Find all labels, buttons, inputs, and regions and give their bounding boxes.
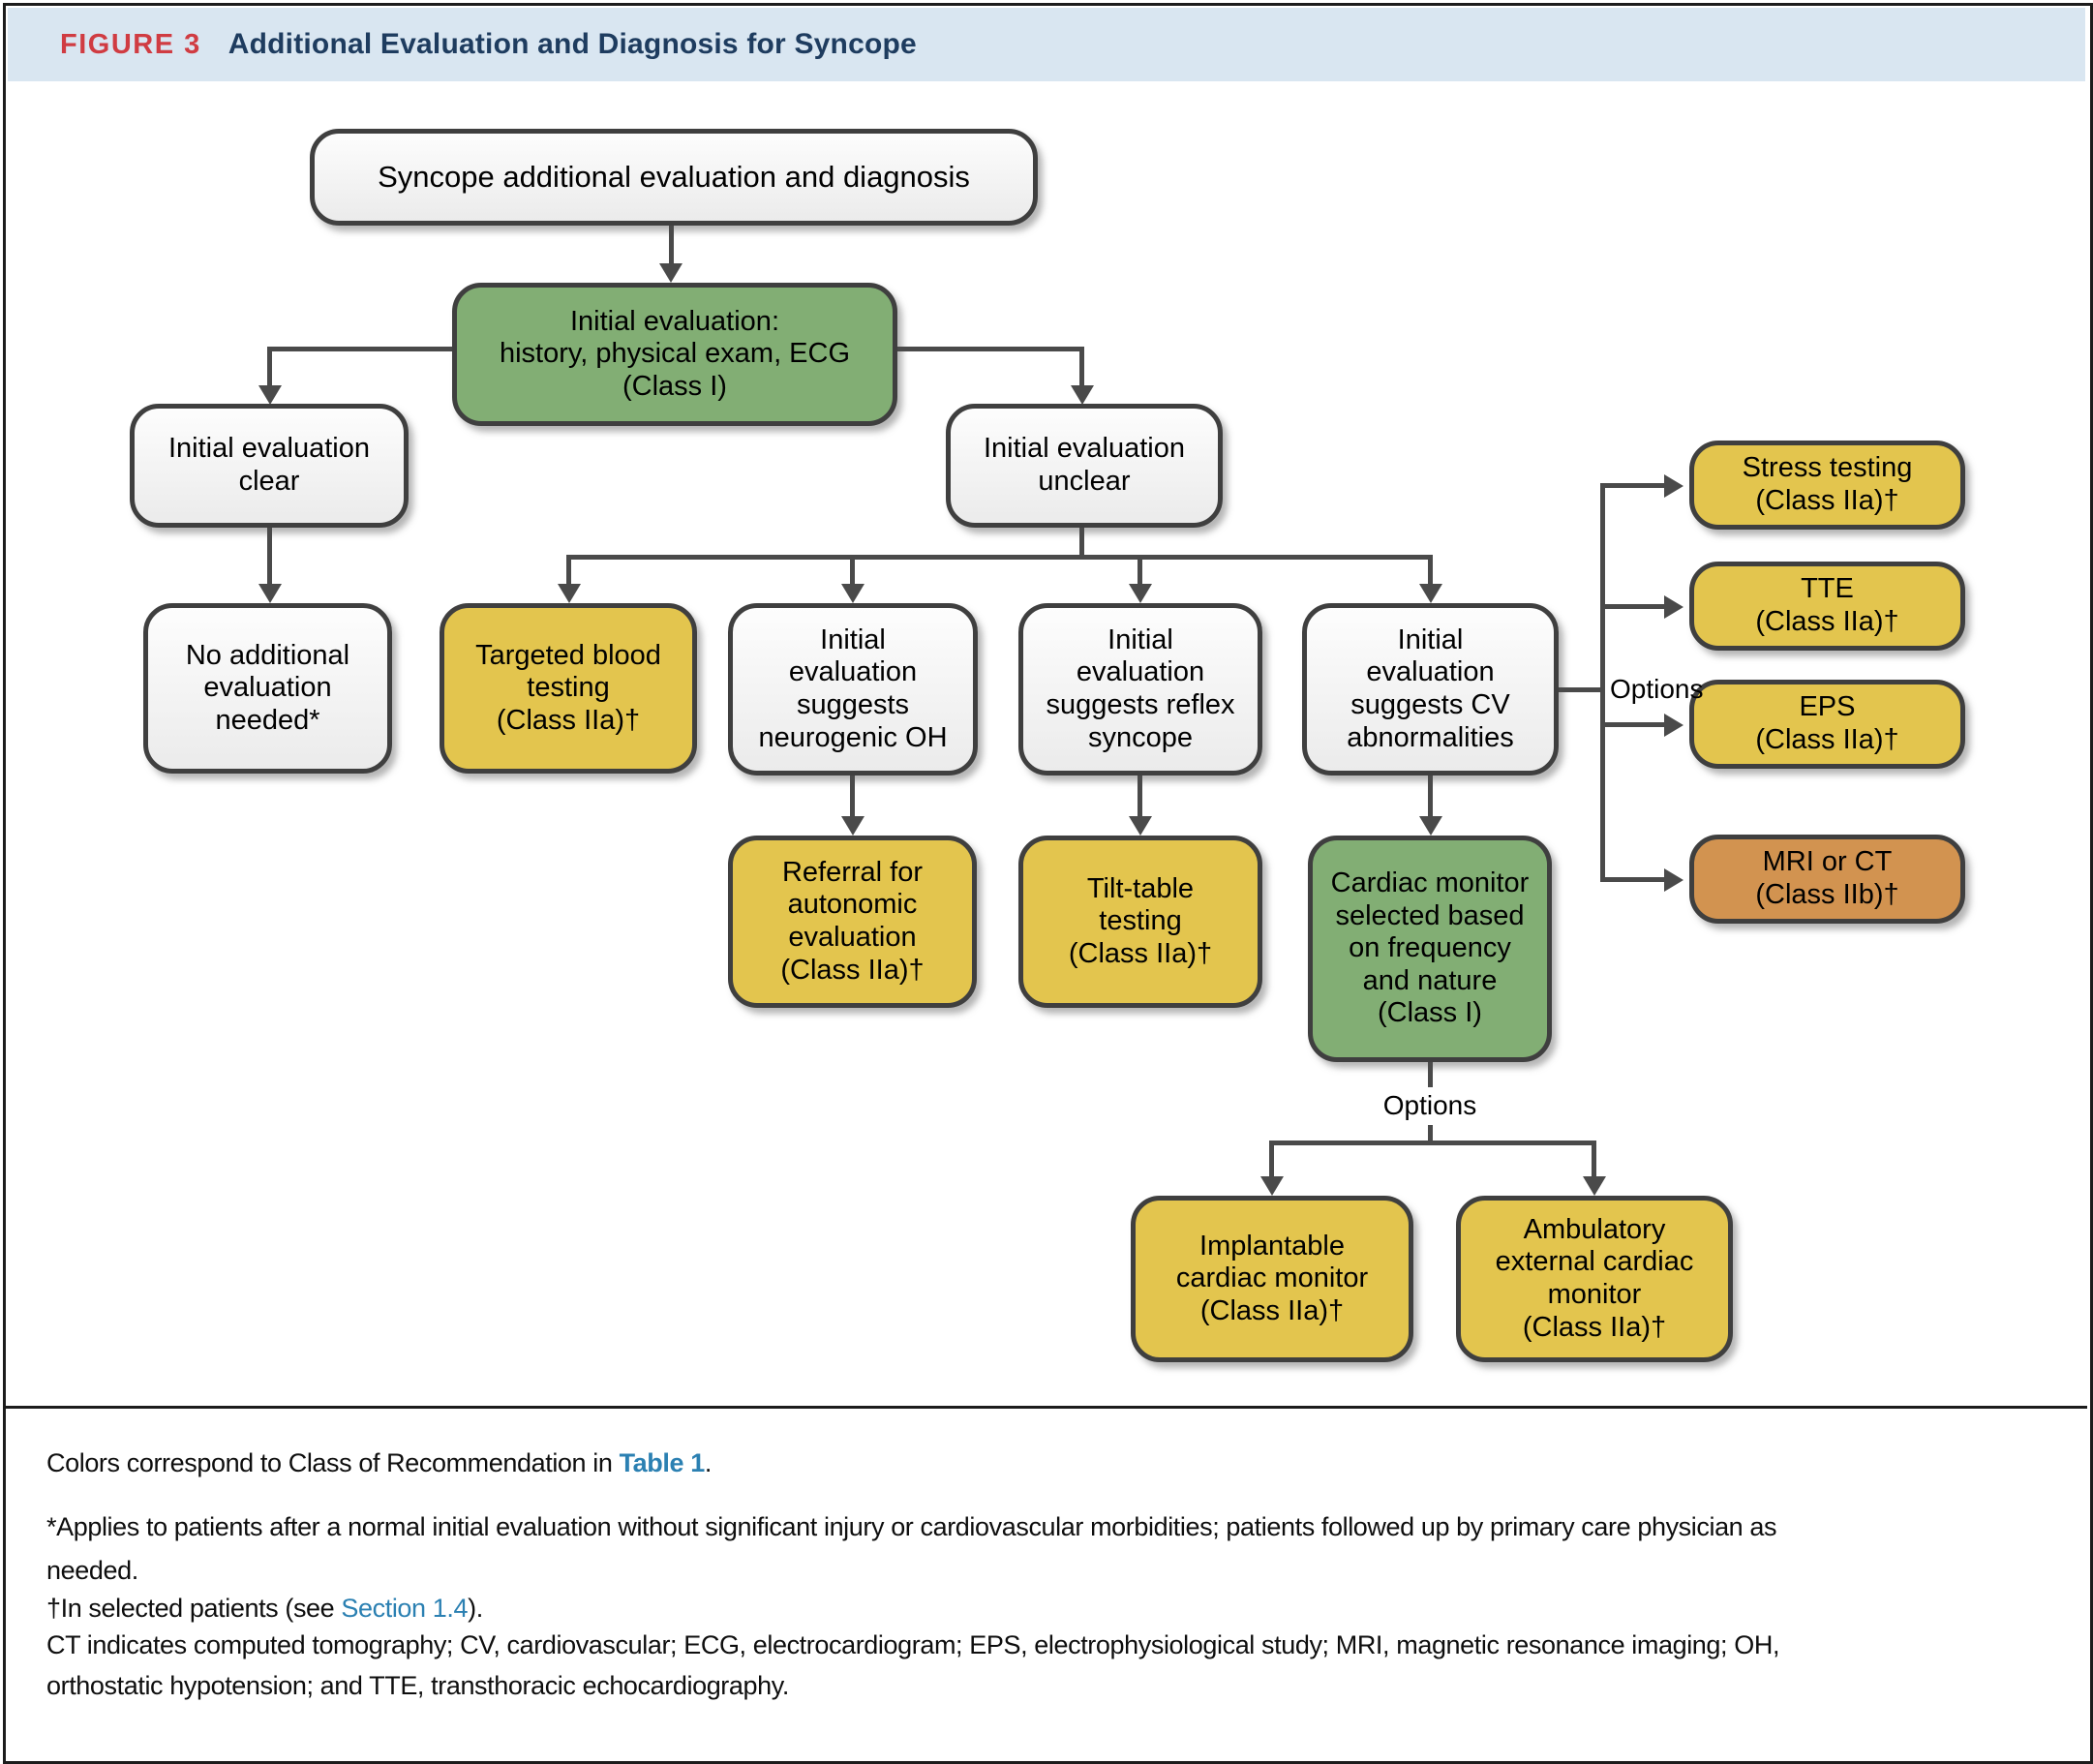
node-tilt-table-testing: Tilt-table testing (Class IIa)†	[1018, 836, 1262, 1008]
footnote-dagger: †In selected patients (see Section 1.4).	[46, 1594, 483, 1624]
node-no-additional-evaluation-label: No additional evaluation needed*	[185, 639, 350, 736]
footnote-colors: Colors correspond to Class of Recommenda…	[46, 1448, 712, 1478]
node-targeted-blood-testing-label: Targeted blood testing (Class IIa)†	[475, 639, 661, 736]
arrowhead-initial	[659, 263, 682, 283]
node-evaluation-clear-label: Initial evaluation clear	[168, 433, 370, 497]
node-suggests-cv-abnormalities-label: Initial evaluation suggests CV abnormali…	[1347, 623, 1514, 753]
node-mri-ct: MRI or CT (Class IIb)†	[1689, 835, 1965, 924]
node-suggests-reflex-syncope: Initial evaluation suggests reflex synco…	[1018, 603, 1262, 776]
connector-implantable-drop	[1269, 1141, 1274, 1179]
arrowhead-tilt	[1128, 816, 1152, 836]
arrowhead-suggests-oh	[840, 584, 864, 603]
node-ambulatory-monitor: Ambulatory external cardiac monitor (Cla…	[1456, 1196, 1733, 1362]
node-suggests-cv-abnormalities: Initial evaluation suggests CV abnormali…	[1302, 603, 1559, 776]
arrowhead-cardiac	[1418, 816, 1442, 836]
options-label-bottom: Options	[1382, 1090, 1477, 1120]
arrowhead-tte	[1664, 594, 1684, 619]
connector-options-spine	[1600, 483, 1605, 882]
figure-header: FIGURE 3 Additional Evaluation and Diagn…	[8, 8, 2085, 81]
connector-branch-drop-1	[566, 555, 571, 587]
figure-number: FIGURE 3	[60, 28, 201, 60]
arrowhead-eval-clear	[258, 385, 282, 405]
node-eps-label: EPS (Class IIa)†	[1755, 691, 1899, 755]
connector-unclear-down	[1079, 528, 1084, 560]
arrowhead-implantable	[1259, 1176, 1284, 1196]
connector-monitor-branch	[1269, 1141, 1596, 1145]
connector-cv-to-cardiac	[1428, 776, 1433, 818]
node-cardiac-monitor-label: Cardiac monitor selected based on freque…	[1330, 867, 1530, 1029]
outer-border	[3, 3, 2093, 1764]
footnote-colors-period: .	[704, 1448, 713, 1477]
node-referral-autonomic-label: Referral for autonomic evaluation (Class…	[780, 856, 925, 986]
node-syncope-evaluation: Syncope additional evaluation and diagno…	[310, 129, 1038, 226]
node-suggests-neurogenic-oh-label: Initial evaluation suggests neurogenic O…	[758, 623, 948, 753]
connector-cardiac-down-1	[1428, 1062, 1433, 1087]
connector-initial-left-drop	[267, 347, 272, 387]
section-1-4-link[interactable]: Section 1.4	[341, 1594, 469, 1623]
connector-cv-options-stub	[1559, 687, 1605, 692]
connector-ambulatory-drop	[1592, 1141, 1596, 1179]
connector-initial-right-drop	[1079, 347, 1084, 387]
node-evaluation-unclear: Initial evaluation unclear	[946, 404, 1223, 528]
figure-title: Additional Evaluation and Diagnosis for …	[228, 28, 917, 60]
connector-options-tte	[1600, 604, 1666, 609]
node-syncope-evaluation-label: Syncope additional evaluation and diagno…	[378, 160, 970, 195]
connector-oh-to-referral	[850, 776, 855, 818]
node-suggests-reflex-syncope-label: Initial evaluation suggests reflex synco…	[1046, 623, 1235, 753]
footnote-colors-text: Colors correspond to Class of Recommenda…	[46, 1448, 620, 1477]
arrowhead-referral	[840, 816, 864, 836]
connector-reflex-to-tilt	[1138, 776, 1142, 818]
table-1-link[interactable]: Table 1	[619, 1448, 706, 1477]
connector-options-eps	[1600, 722, 1666, 727]
arrowhead-ambulatory	[1582, 1176, 1606, 1196]
node-targeted-blood-testing: Targeted blood testing (Class IIa)†	[440, 603, 697, 774]
node-evaluation-unclear-label: Initial evaluation unclear	[984, 433, 1185, 497]
node-evaluation-clear: Initial evaluation clear	[130, 404, 409, 528]
node-tilt-table-testing-label: Tilt-table testing (Class IIa)†	[1068, 872, 1213, 969]
connector-branch-drop-2	[850, 555, 855, 587]
footnote-asterisk-line1: *Applies to patients after a normal init…	[46, 1512, 1777, 1541]
node-cardiac-monitor: Cardiac monitor selected based on freque…	[1308, 836, 1552, 1062]
node-initial-evaluation-label: Initial evaluation: history, physical ex…	[499, 305, 851, 402]
footnote-abbreviations-line1: CT indicates computed tomography; CV, ca…	[46, 1630, 1780, 1659]
arrowhead-suggests-cv	[1418, 584, 1442, 603]
node-ambulatory-monitor-label: Ambulatory external cardiac monitor (Cla…	[1495, 1213, 1694, 1343]
arrowhead-eps	[1664, 713, 1684, 737]
connector-initial-left	[267, 347, 452, 351]
footnote-dagger-period: ).	[468, 1594, 483, 1623]
arrowhead-no-additional	[258, 584, 282, 603]
connector-branch-drop-4	[1428, 555, 1433, 587]
arrowhead-targeted-blood	[557, 584, 581, 603]
connector-options-mri	[1600, 877, 1666, 882]
connector-clear-to-noadditional	[267, 528, 272, 586]
footer-divider	[6, 1406, 2087, 1409]
arrowhead-suggests-reflex	[1128, 584, 1152, 603]
node-referral-autonomic: Referral for autonomic evaluation (Class…	[728, 836, 977, 1008]
node-stress-testing: Stress testing (Class IIa)†	[1689, 441, 1965, 530]
node-no-additional-evaluation: No additional evaluation needed*	[143, 603, 392, 774]
footnote-asterisk-line2: needed.	[46, 1556, 138, 1585]
node-stress-testing-label: Stress testing (Class IIa)†	[1742, 452, 1913, 516]
node-suggests-neurogenic-oh: Initial evaluation suggests neurogenic O…	[728, 603, 978, 776]
node-mri-ct-label: MRI or CT (Class IIb)†	[1755, 846, 1899, 910]
connector-options-stress	[1600, 483, 1666, 488]
arrowhead-mri	[1664, 867, 1684, 892]
footnote-abbreviations-line2: orthostatic hypotension; and TTE, transt…	[46, 1671, 789, 1700]
node-initial-evaluation: Initial evaluation: history, physical ex…	[452, 283, 897, 426]
connector-branch-drop-3	[1138, 555, 1142, 587]
connector-cardiac-down-2	[1428, 1125, 1433, 1144]
node-eps: EPS (Class IIa)†	[1689, 680, 1965, 769]
arrowhead-stress	[1664, 473, 1684, 498]
node-implantable-monitor-label: Implantable cardiac monitor (Class IIa)†	[1175, 1230, 1369, 1326]
options-label-right: Options	[1610, 674, 1704, 704]
connector-initial-right	[897, 347, 1084, 351]
node-tte: TTE (Class IIa)†	[1689, 562, 1965, 651]
footnote-dagger-text: †In selected patients (see	[46, 1594, 342, 1623]
node-implantable-monitor: Implantable cardiac monitor (Class IIa)†	[1131, 1196, 1413, 1362]
connector-unclear-branch	[566, 555, 1433, 560]
connector-syncope-to-initial	[669, 226, 674, 266]
node-tte-label: TTE (Class IIa)†	[1755, 573, 1899, 637]
arrowhead-eval-unclear	[1070, 385, 1094, 405]
